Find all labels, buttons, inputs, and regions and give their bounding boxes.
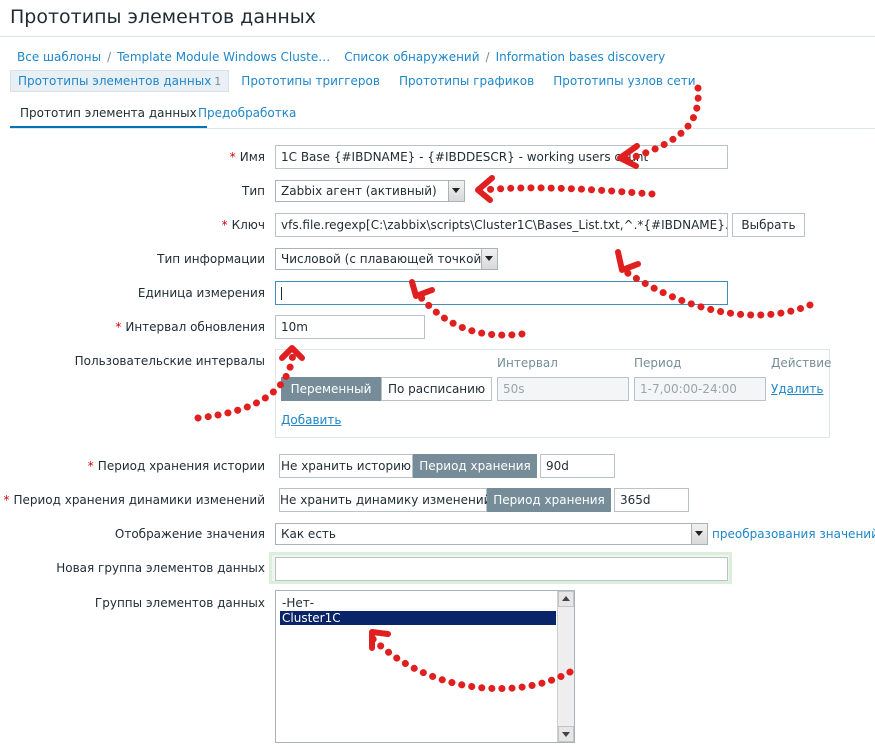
- annotation-arrow-groups: [368, 634, 574, 693]
- annotation-arrowhead-units: [409, 279, 435, 299]
- chevron-down-icon: [691, 524, 707, 544]
- units-input[interactable]: [275, 281, 728, 305]
- interval-input[interactable]: 50s: [497, 377, 629, 401]
- breadcrumb-separator: /: [107, 50, 112, 64]
- units-label: Единица измерения: [137, 286, 265, 300]
- flexible-interval-toggle[interactable]: Переменный: [281, 377, 381, 401]
- subnav-item-label: Прототипы элементов данных: [18, 74, 212, 88]
- annotation-arrow-units: [414, 290, 526, 339]
- breadcrumb-discovery-rule[interactable]: Information bases discovery: [495, 50, 666, 64]
- history-period-input[interactable]: 90d: [540, 454, 615, 478]
- breadcrumb-template[interactable]: Template Module Windows Cluste…: [117, 50, 331, 64]
- tab-bar: Прототип элемента данных Предобработка: [10, 100, 875, 129]
- trends-label: *Период хранения динамики изменений: [3, 493, 265, 507]
- breadcrumb-discovery-list[interactable]: Список обнаружений: [344, 50, 480, 64]
- annotation-arrow-update-interval: [194, 348, 297, 422]
- info-type-select-value: Числовой (с плавающей точкой): [281, 252, 486, 266]
- list-item[interactable]: -Нет-: [282, 596, 315, 610]
- value-mapping-link[interactable]: преобразования значений: [712, 527, 875, 541]
- show-value-label: Отображение значения: [114, 527, 265, 541]
- update-interval-label: *Интервал обновления: [115, 320, 265, 334]
- tab-item-prototype[interactable]: Прототип элемента данных: [10, 100, 207, 128]
- annotation-arrowhead-update-interval: [279, 345, 305, 361]
- page-title: Прототипы элементов данных: [10, 6, 317, 28]
- annotation-arrowhead-type: [475, 175, 495, 203]
- required-marker: *: [229, 150, 236, 164]
- tab-preprocessing[interactable]: Предобработка: [198, 106, 297, 120]
- show-value-select-value: Как есть: [281, 527, 336, 541]
- info-type-label: Тип информации: [157, 252, 265, 266]
- groups-listbox[interactable]: -Нет- Cluster1C: [275, 590, 575, 743]
- remove-interval-link[interactable]: Удалить: [771, 382, 824, 396]
- list-item[interactable]: Cluster1C: [280, 611, 556, 625]
- required-marker: *: [115, 320, 122, 334]
- annotation-arrow-name: [621, 84, 702, 164]
- new-group-input[interactable]: [275, 557, 728, 581]
- subnav-item-count: 1: [214, 75, 222, 88]
- name-label-text: Имя: [239, 150, 265, 164]
- new-group-label: Новая группа элементов данных: [56, 561, 265, 575]
- key-label: *Ключ: [222, 218, 265, 232]
- chevron-down-icon: [448, 181, 464, 201]
- show-value-select[interactable]: Как есть: [275, 523, 708, 545]
- history-label: *Период хранения истории: [88, 459, 265, 473]
- annotation-arrowhead-name: [617, 143, 640, 169]
- subnav-item-graph-prototypes[interactable]: Прототипы графиков: [398, 74, 535, 88]
- trends-no-keep-toggle[interactable]: Не хранить динамику изменений: [279, 488, 491, 512]
- trends-period-input[interactable]: 365d: [614, 488, 689, 512]
- type-select-value: Zabbix агент (активный): [281, 184, 437, 198]
- listbox-scrollbar[interactable]: [557, 591, 574, 742]
- scheduling-interval-toggle[interactable]: По расписанию: [381, 377, 492, 401]
- history-label-text: Период хранения истории: [97, 459, 265, 473]
- required-marker: *: [221, 218, 228, 232]
- text-cursor: [281, 287, 282, 300]
- subnav-item-trigger-prototypes[interactable]: Прототипы триггеров: [241, 74, 380, 88]
- update-interval-label-text: Интервал обновления: [125, 320, 265, 334]
- info-type-select[interactable]: Числовой (с плавающей точкой): [275, 248, 498, 270]
- scroll-down-icon[interactable]: [558, 726, 574, 742]
- chevron-down-icon: [481, 249, 497, 269]
- scroll-up-icon[interactable]: [558, 591, 574, 607]
- breadcrumb: Все шаблоны / Template Module Windows Clus…: [17, 50, 665, 64]
- history-keep-toggle[interactable]: Период хранения: [413, 454, 537, 478]
- annotation-arrowhead-groups: [369, 629, 391, 651]
- breadcrumb-separator: /: [485, 50, 490, 64]
- add-interval-link[interactable]: Добавить: [281, 413, 342, 427]
- subnav-item-host-prototypes[interactable]: Прототипы узлов сети: [553, 74, 696, 88]
- key-input[interactable]: vfs.file.regexp[C:\zabbix\scripts\Cluste…: [275, 213, 728, 237]
- type-select[interactable]: Zabbix агент (активный): [275, 180, 465, 202]
- interval-column-header: Интервал: [497, 356, 558, 370]
- type-label: Тип: [242, 184, 265, 198]
- action-column-header: Действие: [771, 356, 832, 370]
- required-marker: *: [87, 459, 94, 473]
- select-key-button[interactable]: Выбрать: [732, 213, 805, 237]
- period-column-header: Период: [634, 356, 682, 370]
- breadcrumb-all-templates[interactable]: Все шаблоны: [17, 50, 102, 64]
- annotation-arrow-info-type: [616, 264, 814, 319]
- required-marker: *: [3, 493, 10, 507]
- title-divider: [0, 36, 875, 37]
- key-label-text: Ключ: [231, 218, 265, 232]
- name-label: *Имя: [230, 150, 265, 164]
- annotation-arrowhead-info-type: [615, 249, 641, 273]
- trends-keep-toggle[interactable]: Период хранения: [487, 488, 611, 512]
- period-input[interactable]: 1-7,00:00-24:00: [634, 377, 766, 401]
- custom-intervals-label: Пользовательские интервалы: [74, 354, 265, 368]
- groups-label: Группы элементов данных: [94, 596, 265, 610]
- history-no-keep-toggle[interactable]: Не хранить историю: [279, 454, 413, 478]
- update-interval-input[interactable]: 10m: [275, 315, 425, 339]
- annotation-arrow-type: [478, 184, 656, 198]
- trends-label-text: Период хранения динамики изменений: [13, 493, 265, 507]
